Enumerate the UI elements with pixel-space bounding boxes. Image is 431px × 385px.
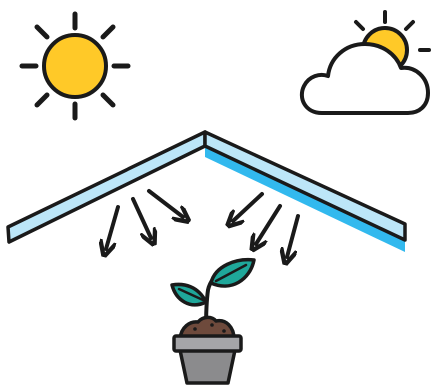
arrow-5 xyxy=(256,206,280,244)
sunlight-arrows xyxy=(106,191,298,257)
arrow-4 xyxy=(233,194,262,221)
roof-left-pane xyxy=(8,132,205,242)
arrow-6 xyxy=(287,216,298,257)
potted-seedling xyxy=(172,260,254,383)
sun-icon xyxy=(22,14,128,118)
greenhouse-roof xyxy=(8,132,405,252)
arrow-3 xyxy=(149,191,183,217)
roof-right-pane xyxy=(205,132,405,240)
pot-rim xyxy=(174,336,241,351)
arrow-2 xyxy=(133,199,151,238)
sun-disc xyxy=(44,35,106,97)
arrow-1 xyxy=(106,207,118,249)
partly-cloudy-icon xyxy=(302,12,429,113)
pot-body xyxy=(180,350,235,383)
cloud-shape xyxy=(302,44,428,113)
